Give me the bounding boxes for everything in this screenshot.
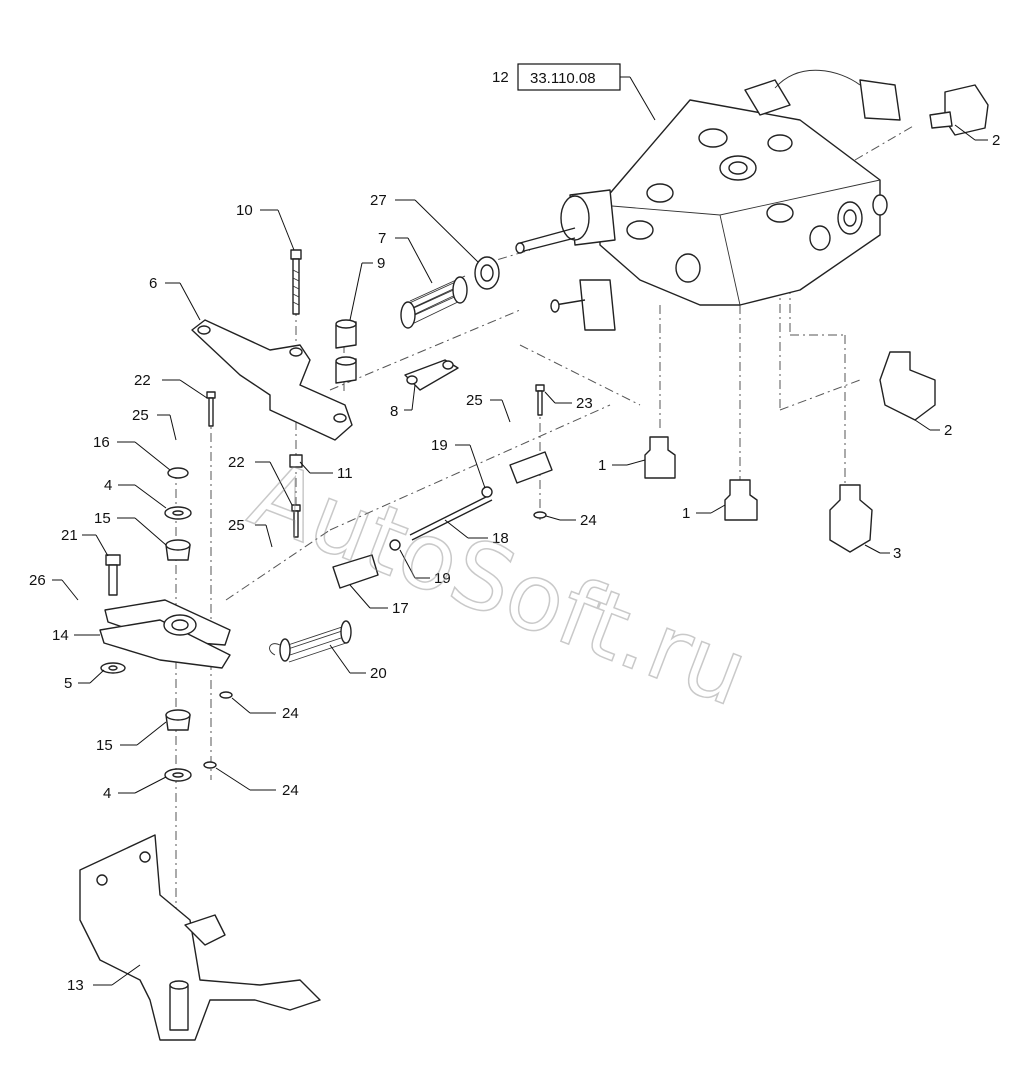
reference-tag: 12 33.110.08	[492, 63, 656, 121]
callout-24b: 24	[282, 782, 299, 799]
callout-19b: 19	[434, 570, 451, 587]
callout-16: 16	[93, 434, 110, 451]
bracket-13	[79, 834, 321, 1041]
callout-17: 17	[392, 600, 409, 617]
callout-labels: 2 10 27 7 9 6 22 25 16 4 15 21 2	[29, 124, 1000, 994]
callout-10: 10	[236, 202, 253, 219]
control-valve-assembly	[515, 69, 901, 331]
bolt-10	[290, 249, 302, 315]
callout-27: 27	[370, 192, 387, 209]
callout-15b: 15	[96, 737, 113, 754]
bellcrank-14	[99, 599, 231, 669]
callout-4b: 4	[103, 785, 111, 802]
link-plate-8	[404, 359, 459, 391]
callout-21: 21	[61, 527, 78, 544]
callout-25: 25	[132, 407, 149, 424]
callout-7: 7	[378, 230, 386, 247]
callout-11: 11	[337, 465, 353, 482]
callout-26: 26	[29, 572, 46, 589]
reference-item-label: 12	[492, 69, 509, 86]
spring-7	[400, 275, 468, 329]
hydraulic-fittings	[644, 351, 936, 553]
clevis-parts	[332, 451, 553, 589]
lever-6	[191, 319, 353, 441]
callout-5: 5	[64, 675, 72, 692]
callout-1b: 1	[682, 505, 690, 522]
bushing-9	[335, 319, 357, 384]
callout-3: 3	[893, 545, 901, 562]
callout-15: 15	[94, 510, 111, 527]
watermark: AutoSoft.ru	[237, 441, 761, 727]
callout-25b: 25	[228, 517, 245, 534]
callout-18: 18	[492, 530, 509, 547]
sensor-fitting-top	[929, 84, 989, 136]
callout-2b: 2	[944, 422, 952, 439]
callout-19: 19	[431, 437, 448, 454]
callout-6: 6	[149, 275, 157, 292]
washer-27	[474, 256, 500, 290]
callout-9: 9	[377, 255, 385, 272]
callout-24c: 24	[580, 512, 597, 529]
callout-13: 13	[67, 977, 84, 994]
callout-14: 14	[52, 627, 69, 644]
assembly-axes	[175, 124, 916, 990]
callout-20: 20	[370, 665, 387, 682]
callout-23: 23	[576, 395, 593, 412]
callout-2: 2	[992, 132, 1000, 149]
left-stack-parts	[100, 467, 547, 782]
pins	[105, 384, 545, 596]
callout-24: 24	[282, 705, 299, 722]
reference-code: 33.110.08	[530, 70, 596, 87]
callout-22b: 22	[228, 454, 245, 471]
callout-4: 4	[104, 477, 112, 494]
callout-8: 8	[390, 403, 398, 420]
spring-20	[269, 620, 352, 663]
callout-25c: 25	[466, 392, 483, 409]
callout-22: 22	[134, 372, 151, 389]
callout-1: 1	[598, 457, 606, 474]
